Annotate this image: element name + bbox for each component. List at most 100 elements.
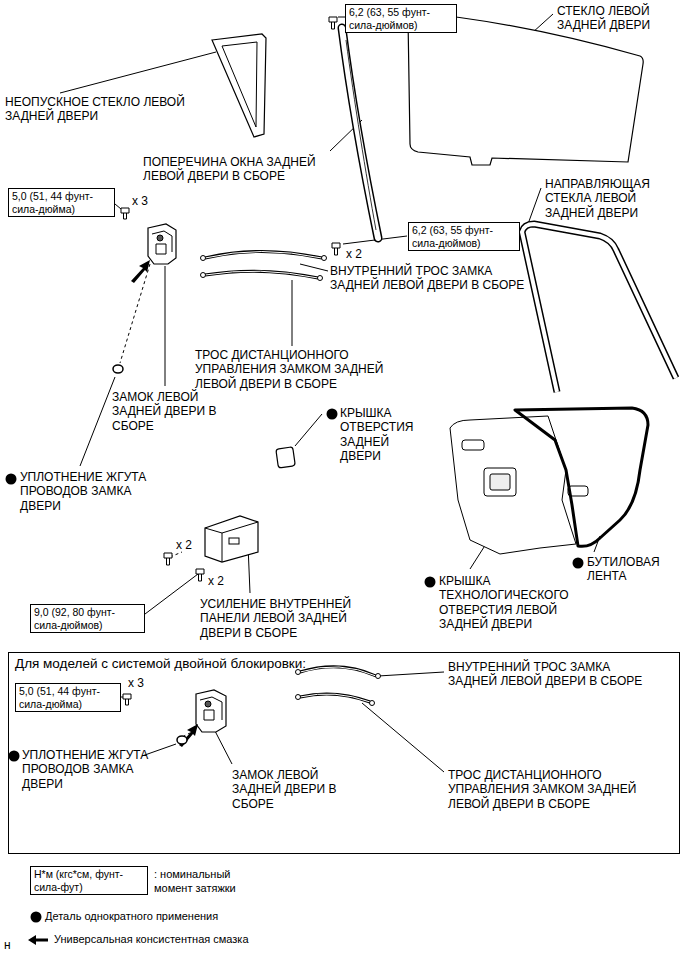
- door-lock-detail: [205, 701, 211, 707]
- reinforcement-slot: [229, 538, 239, 544]
- quarter-glass: [212, 34, 266, 137]
- screw-shape: [123, 694, 131, 705]
- door-lock-body: [196, 690, 226, 732]
- leader-line: [300, 264, 328, 271]
- division-bar: [342, 28, 378, 238]
- division-bar-fill: [342, 28, 378, 238]
- quarter-glass-inner: [222, 42, 257, 127]
- quantity-label: x 3: [128, 676, 158, 690]
- legend-grease-arrow: [28, 935, 48, 945]
- part-label: УПЛОТНЕНИЕ ЖГУТА ПРОВОДОВ ЗАМКА ДВЕРИ: [20, 470, 160, 513]
- remote-control-cable-core: [205, 271, 318, 278]
- door-lock-detail: [157, 235, 163, 241]
- part-label: ВНУТРЕННИЙ ТРОС ЗАМКА ЗАДНЕЙ ЛЕВОЙ ДВЕРИ…: [330, 264, 525, 293]
- quantity-label: x 2: [208, 574, 238, 588]
- remote-control-cable: [205, 271, 318, 278]
- screw-shape: [121, 208, 129, 219]
- glass-run-fill: [522, 224, 676, 392]
- legend-text: : номинальный момент затяжки: [154, 868, 264, 896]
- torque-spec-box: 9,0 (92, 80 фунт-сила-дюймов): [30, 604, 145, 633]
- single-use-bullet: [9, 751, 20, 762]
- remote-control-cable-core: [300, 694, 370, 702]
- door-lock-body: [148, 224, 176, 264]
- bolt: [164, 553, 172, 565]
- inside-lock-cable-core: [300, 667, 376, 676]
- cable-end: [201, 273, 206, 278]
- leader-line: [80, 377, 115, 466]
- node-text: 9,0 (92, 80 фунт-сила-дюймов): [34, 606, 141, 631]
- part-label: НАПРАВЛЯЮЩАЯ СТЕКЛА ЛЕВОЙ ЗАДНЕЙ ДВЕРИ: [545, 177, 680, 220]
- leader-line: [295, 414, 322, 446]
- leader-line: [115, 204, 121, 209]
- bolt-shape: [332, 243, 340, 255]
- leader-line: [378, 672, 444, 676]
- remote-control-cable: [300, 694, 370, 702]
- hole-cover: [276, 447, 295, 468]
- leader-line: [362, 703, 444, 772]
- bolt: [329, 17, 337, 29]
- figure-code: н: [4, 938, 24, 952]
- node-text: 6,2 (63, 55 фунт-сила-дюймов): [412, 224, 516, 249]
- leader-line: [165, 266, 166, 386]
- cable-end: [370, 701, 375, 706]
- single-use-bullet: [6, 474, 17, 485]
- part-label: ТРОС ДИСТАНЦИОННОГО УПРАВЛЕНИЯ ЗАМКОМ ЗА…: [448, 768, 673, 811]
- bolt: [196, 569, 204, 581]
- leader-line: [215, 731, 232, 764]
- part-label: ТРОС ДИСТАНЦИОННОГО УПРАВЛЕНИЯ ЗАМКОМ ЗА…: [195, 348, 400, 391]
- bolt: [332, 243, 340, 255]
- cable-end: [376, 674, 381, 679]
- node-text: Н*м (кгс*см, фунт-сила-фут): [34, 868, 144, 893]
- division-bar-edge: [346, 40, 376, 230]
- cable-end: [322, 256, 327, 261]
- grease-arrow: [131, 260, 150, 283]
- torque-spec-box: 5,0 (51, 44 фунт-сила-дюйма): [8, 188, 115, 217]
- node-text: 5,0 (51, 44 фунт-сила-дюйма): [12, 190, 111, 215]
- torque-spec-box: 5,0 (51, 44 фунт-сила-дюйма): [15, 683, 121, 712]
- part-label: КРЫШКА ОТВЕРСТИЯ ЗАДНЕЙ ДВЕРИ: [340, 406, 430, 464]
- part-label: УПЛОТНЕНИЕ ЖГУТА ПРОВОДОВ ЗАМКА ДВЕРИ: [22, 748, 157, 791]
- node-text: 6,2 (63, 55 фунт-сила-дюймов): [349, 6, 453, 31]
- cover-hole: [462, 440, 484, 450]
- part-label: ЗАМОК ЛЕВОЙ ЗАДНЕЙ ДВЕРИ В СБОРЕ: [112, 390, 237, 433]
- single-use-bullet: [573, 558, 584, 569]
- single-use-bullet: [425, 577, 436, 588]
- inside-lock-cable: [205, 252, 322, 259]
- part-label: СТЕКЛО ЛЕВОЙ ЗАДНЕЙ ДВЕРИ: [557, 4, 677, 33]
- legend-text: Деталь однократного применения: [45, 910, 305, 924]
- cable-end: [296, 695, 301, 700]
- node-text: 5,0 (51, 44 фунт-сила-дюйма): [19, 685, 117, 710]
- door-lock-detail: [200, 697, 222, 720]
- cover-hole: [490, 474, 510, 490]
- leader-line: [292, 280, 293, 346]
- door-glass: [408, 12, 643, 165]
- door-lock: [196, 690, 226, 732]
- part-label: БУТИЛОВАЯ ЛЕНТА: [587, 555, 682, 584]
- door-lock: [148, 224, 176, 264]
- leader-line: [528, 188, 541, 224]
- bolt-shape: [329, 17, 337, 29]
- part-label: НЕОПУСКНОЕ СТЕКЛО ЛЕВОЙ ЗАДНЕЙ ДВЕРИ: [5, 95, 185, 124]
- single-use-bullet: [327, 409, 338, 420]
- door-lock-detail: [152, 231, 172, 254]
- grommet: [113, 365, 123, 373]
- reinforcement: [205, 516, 258, 562]
- butyl-tape: [515, 408, 648, 546]
- quantity-label: x 2: [346, 247, 376, 261]
- quantity-label: x 2: [176, 538, 206, 552]
- cable-end: [201, 256, 206, 261]
- reinforcement-edge: [205, 522, 258, 562]
- glass-run: [522, 224, 676, 392]
- service-hole-cover: [450, 416, 576, 554]
- grommet: [177, 736, 187, 744]
- torque-spec-box: 6,2 (63, 55 фунт-сила-дюймов): [345, 4, 457, 33]
- bolt-shape: [196, 569, 204, 581]
- torque-spec-box: 6,2 (63, 55 фунт-сила-дюймов): [408, 222, 520, 251]
- part-label: ВНУТРЕННИЙ ТРОС ЗАМКА ЗАДНЕЙ ЛЕВОЙ ДВЕРИ…: [448, 660, 653, 689]
- legend-text: Универсальная консистентная смазка: [54, 933, 314, 947]
- leader-line: [145, 574, 198, 614]
- leader-line: [60, 52, 216, 93]
- screw: [123, 694, 131, 705]
- part-label: КРЫШКА ТЕХНОЛОГИЧЕСКОГО ОТВЕРСТИЯ ЛЕВОЙ …: [439, 574, 609, 632]
